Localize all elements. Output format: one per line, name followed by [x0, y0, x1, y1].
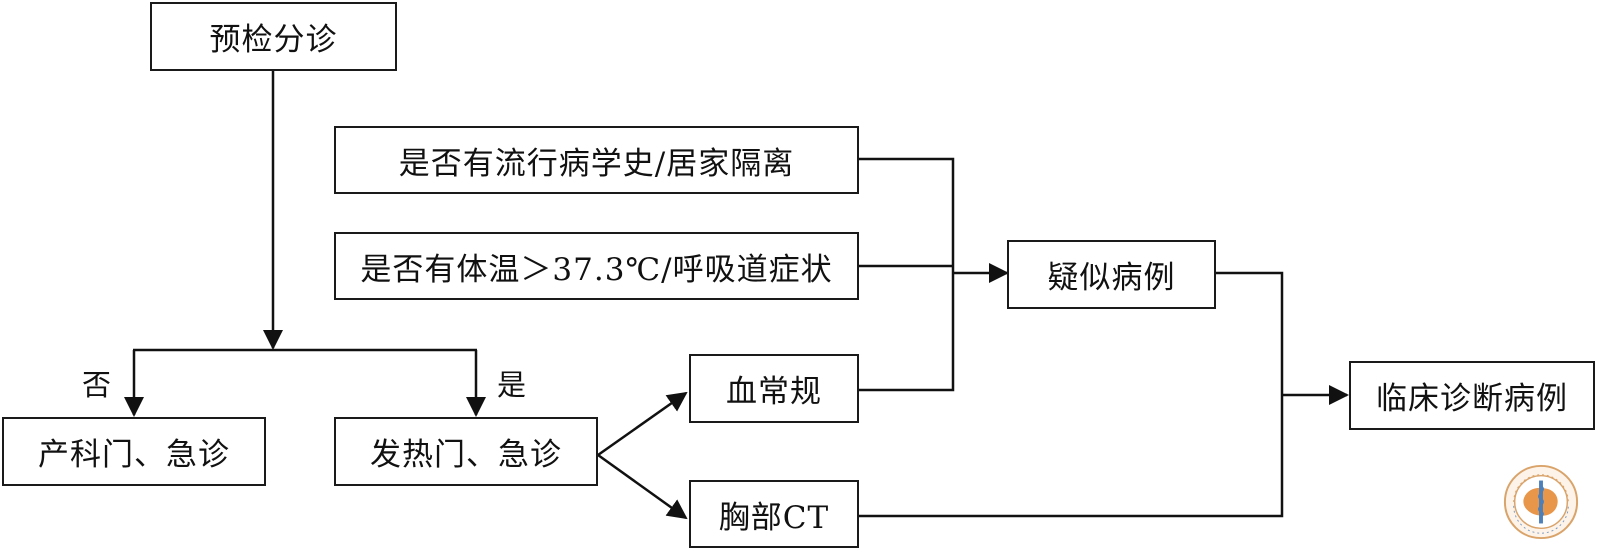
chest-ct-label: 胸部CT [718, 499, 830, 536]
suspected-label: 疑似病例 [1047, 260, 1176, 296]
temperature-box: 是否有体温＞37.3℃/呼吸道症状 [334, 232, 859, 300]
fever-label: 发热门、急诊 [370, 437, 562, 473]
suspected-box: 疑似病例 [1007, 240, 1216, 309]
branch-label-yes: 是 [497, 368, 527, 402]
triage-box: 预检分诊 [150, 2, 397, 71]
clinical-box: 临床诊断病例 [1349, 361, 1595, 430]
obstetrics-label: 产科门、急诊 [38, 437, 230, 473]
clinical-label: 临床诊断病例 [1376, 381, 1568, 417]
history-label: 是否有流行病学史/居家隔离 [398, 145, 795, 182]
connector-fever-to-blood [597, 391, 688, 457]
connector-suspected-out [859, 271, 1284, 518]
fever-box: 发热门、急诊 [334, 417, 598, 486]
branch-label-no: 否 [82, 368, 112, 402]
history-box: 是否有流行病学史/居家隔离 [334, 126, 859, 194]
temperature-label: 是否有体温＞37.3℃/呼吸道症状 [360, 251, 833, 288]
connector-fever-to-ct [597, 453, 688, 520]
chest-ct-box: 胸部CT [689, 480, 859, 548]
triage-label: 预检分诊 [209, 22, 338, 58]
blood-label: 血常规 [726, 374, 822, 410]
obstetrics-box: 产科门、急诊 [2, 417, 266, 486]
chinese-medical-association-logo-icon [1503, 464, 1579, 540]
blood-box: 血常规 [689, 354, 859, 423]
connector-history [859, 157, 955, 392]
